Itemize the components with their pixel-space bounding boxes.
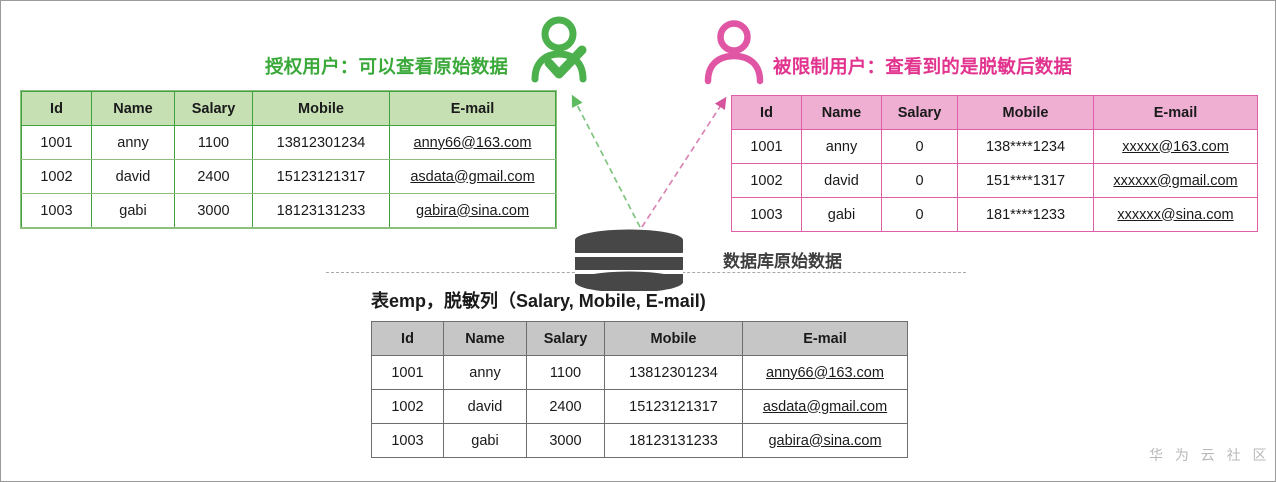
cell-mobile: 151****1317 bbox=[957, 163, 1094, 198]
column-header-name: Name bbox=[801, 95, 882, 130]
cell-email[interactable]: xxxxx@163.com bbox=[1093, 129, 1258, 164]
column-header-email: E-mail bbox=[389, 91, 556, 126]
cell-email[interactable]: asdata@gmail.com bbox=[742, 389, 908, 424]
cell-mobile: 15123121317 bbox=[252, 159, 390, 194]
source-data-table: Id Name Salary Mobile E-mail 1001 anny 1… bbox=[371, 321, 908, 458]
cell-id: 1001 bbox=[371, 355, 444, 390]
cell-id: 1002 bbox=[731, 163, 802, 198]
arrow-db-to-restricted bbox=[641, 96, 727, 228]
authorized-user-headline: 授权用户：可以查看原始数据 bbox=[265, 56, 509, 77]
cell-salary: 2400 bbox=[174, 159, 253, 194]
column-header-id: Id bbox=[731, 95, 802, 130]
cell-mobile: 138****1234 bbox=[957, 129, 1094, 164]
cell-mobile: 13812301234 bbox=[604, 355, 743, 390]
cell-salary: 0 bbox=[881, 197, 958, 232]
cell-name: david bbox=[801, 163, 882, 198]
cell-name: david bbox=[91, 159, 175, 194]
table-row: 1002 david 0 151****1317 xxxxxx@gmail.co… bbox=[731, 163, 1258, 198]
cell-mobile: 18123131233 bbox=[604, 423, 743, 458]
table-header-row: Id Name Salary Mobile E-mail bbox=[21, 91, 556, 126]
cell-mobile: 18123131233 bbox=[252, 193, 390, 228]
arrow-db-to-authorized bbox=[571, 94, 641, 228]
column-header-email: E-mail bbox=[1093, 95, 1258, 130]
table-row: 1001 anny 1100 13812301234 anny66@163.co… bbox=[371, 355, 908, 390]
authorized-user-table: Id Name Salary Mobile E-mail 1001 anny 1… bbox=[20, 90, 557, 229]
user-icon bbox=[701, 19, 767, 90]
cell-salary: 1100 bbox=[174, 125, 253, 160]
cell-name: gabi bbox=[801, 197, 882, 232]
table-header-row: Id Name Salary Mobile E-mail bbox=[731, 95, 1258, 130]
table-row: 1001 anny 1100 13812301234 anny66@163.co… bbox=[21, 125, 556, 160]
column-header-mobile: Mobile bbox=[604, 321, 743, 356]
cell-id: 1002 bbox=[21, 159, 92, 194]
cell-email[interactable]: gabira@sina.com bbox=[389, 193, 556, 228]
watermark-text: 华 为 云 社 区 bbox=[1149, 447, 1271, 463]
column-header-name: Name bbox=[91, 91, 175, 126]
column-header-id: Id bbox=[21, 91, 92, 126]
cell-mobile: 15123121317 bbox=[604, 389, 743, 424]
cell-name: david bbox=[443, 389, 527, 424]
cell-email[interactable]: asdata@gmail.com bbox=[389, 159, 556, 194]
column-header-salary: Salary bbox=[526, 321, 605, 356]
cell-email[interactable]: xxxxxx@sina.com bbox=[1093, 197, 1258, 232]
user-check-icon bbox=[525, 15, 601, 92]
cell-id: 1003 bbox=[371, 423, 444, 458]
source-table-caption: 表emp，脱敏列（Salary, Mobile, E-mail) bbox=[371, 291, 706, 311]
column-header-id: Id bbox=[371, 321, 444, 356]
cell-email[interactable]: xxxxxx@gmail.com bbox=[1093, 163, 1258, 198]
cell-mobile: 181****1233 bbox=[957, 197, 1094, 232]
table-row: 1001 anny 0 138****1234 xxxxx@163.com bbox=[731, 129, 1258, 164]
cell-name: gabi bbox=[443, 423, 527, 458]
table-row: 1002 david 2400 15123121317 asdata@gmail… bbox=[21, 159, 556, 194]
cell-salary: 1100 bbox=[526, 355, 605, 390]
cell-email[interactable]: gabira@sina.com bbox=[742, 423, 908, 458]
cell-mobile: 13812301234 bbox=[252, 125, 390, 160]
cell-name: gabi bbox=[91, 193, 175, 228]
database-label: 数据库原始数据 bbox=[723, 252, 842, 271]
cell-salary: 2400 bbox=[526, 389, 605, 424]
cell-id: 1002 bbox=[371, 389, 444, 424]
cell-name: anny bbox=[801, 129, 882, 164]
table-row: 1002 david 2400 15123121317 asdata@gmail… bbox=[371, 389, 908, 424]
cell-email[interactable]: anny66@163.com bbox=[389, 125, 556, 160]
column-header-salary: Salary bbox=[174, 91, 253, 126]
cell-salary: 3000 bbox=[526, 423, 605, 458]
restricted-user-headline: 被限制用户：查看到的是脱敏后数据 bbox=[773, 56, 1073, 77]
cell-name: anny bbox=[91, 125, 175, 160]
cell-id: 1001 bbox=[731, 129, 802, 164]
table-row: 1003 gabi 0 181****1233 xxxxxx@sina.com bbox=[731, 197, 1258, 232]
table-row: 1003 gabi 3000 18123131233 gabira@sina.c… bbox=[21, 193, 556, 228]
cell-salary: 0 bbox=[881, 129, 958, 164]
cell-salary: 0 bbox=[881, 163, 958, 198]
cell-email[interactable]: anny66@163.com bbox=[742, 355, 908, 390]
column-header-salary: Salary bbox=[881, 95, 958, 130]
column-header-mobile: Mobile bbox=[957, 95, 1094, 130]
column-header-name: Name bbox=[443, 321, 527, 356]
table-row: 1003 gabi 3000 18123131233 gabira@sina.c… bbox=[371, 423, 908, 458]
table-header-row: Id Name Salary Mobile E-mail bbox=[371, 321, 908, 356]
restricted-user-table: Id Name Salary Mobile E-mail 1001 anny 0… bbox=[731, 95, 1258, 232]
cell-id: 1003 bbox=[21, 193, 92, 228]
cell-salary: 3000 bbox=[174, 193, 253, 228]
database-cylinder-icon bbox=[574, 229, 684, 293]
column-header-email: E-mail bbox=[742, 321, 908, 356]
cell-id: 1001 bbox=[21, 125, 92, 160]
cell-id: 1003 bbox=[731, 197, 802, 232]
cell-name: anny bbox=[443, 355, 527, 390]
column-header-mobile: Mobile bbox=[252, 91, 390, 126]
